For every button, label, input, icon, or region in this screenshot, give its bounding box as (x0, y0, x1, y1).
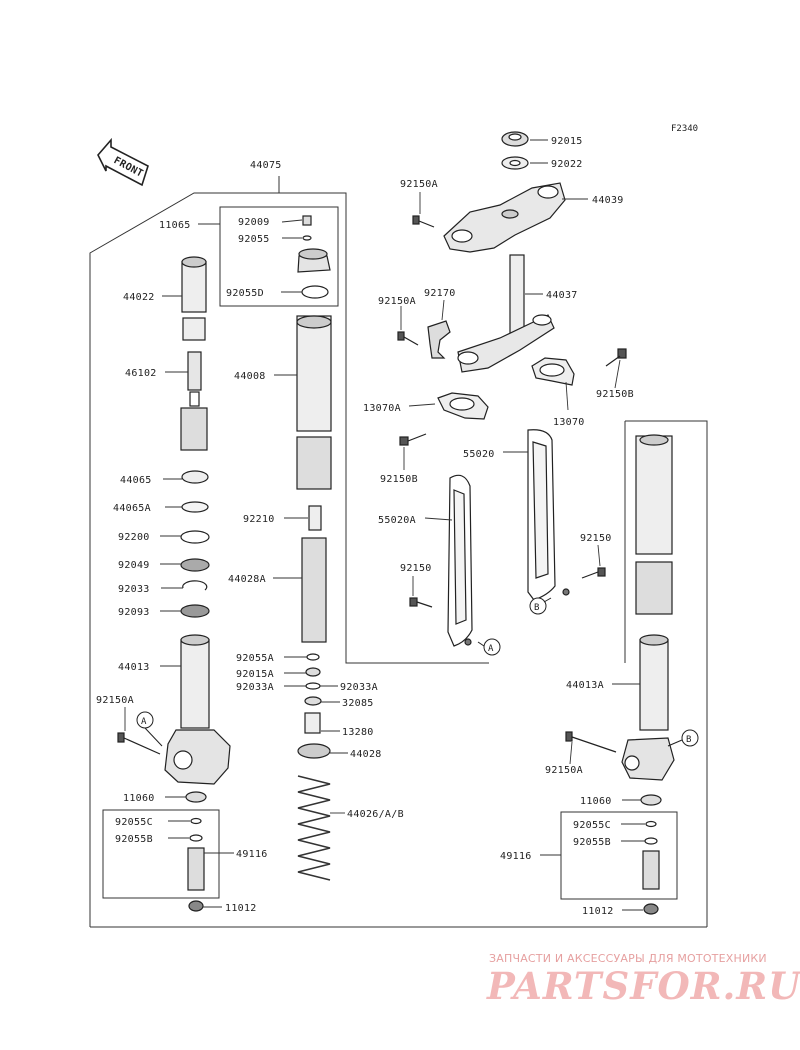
part-label: 92055D (226, 288, 264, 299)
part-label: 92015 (551, 136, 583, 147)
part-label: 44022 (123, 292, 155, 303)
part-label: 11060 (123, 793, 155, 804)
watermark-logo: PARTSFOR.RU (487, 964, 800, 1008)
cartridge-icon (187, 351, 202, 391)
part-label: 44065 (120, 475, 152, 486)
part-label: 32085 (342, 698, 374, 709)
part-label: 44037 (546, 290, 578, 301)
spring-icon (297, 775, 331, 881)
part-label: 92210 (243, 514, 275, 525)
part-label: 44026/A/B (347, 809, 404, 820)
leader-lines (124, 139, 645, 911)
part-label: 92200 (118, 532, 150, 543)
part-label: 92033A (340, 682, 378, 693)
assembly-frame (89, 176, 708, 928)
part-label: 44013 (118, 662, 150, 673)
callout-b-left (529, 597, 547, 615)
callout-b-label: B (534, 603, 539, 613)
dust-seal-icon (180, 604, 210, 618)
part-label: 55020A (378, 515, 416, 526)
part-label: 44013A (566, 680, 604, 691)
damper-rod-icon (181, 261, 207, 313)
part-label: 55020 (463, 449, 495, 460)
part-label: 44039 (592, 195, 624, 206)
part-label: 44028A (228, 574, 266, 585)
washer-icon (180, 530, 210, 544)
part-label: 92055B (573, 837, 611, 848)
part-label: 92150 (400, 563, 432, 574)
callout-markers (136, 597, 699, 747)
part-label: 92150A (96, 695, 134, 706)
bushing-icon (181, 501, 209, 513)
part-label: 92009 (238, 217, 270, 228)
inner-tube-right-icon (635, 435, 673, 555)
fork-guards (409, 429, 606, 647)
part-label: 46102 (125, 368, 157, 379)
callout-b-right (681, 729, 699, 747)
part-label: 13070 (553, 417, 585, 428)
bushing-icon (181, 470, 209, 484)
part-label: 13280 (342, 727, 374, 738)
part-label: 44028 (350, 749, 382, 760)
part-label: 92033 (118, 584, 150, 595)
callout-a-label: A (488, 644, 494, 654)
base-valve-icon (187, 847, 205, 891)
front-arrow-icon: FRONT (97, 137, 149, 187)
watermark-tagline: ЗАПЧАСТИ И АКСЕССУАРЫ ДЛЯ МОТОТЕХНИКИ (489, 952, 767, 965)
cap-subassembly-box (219, 206, 339, 307)
part-label: 92055C (573, 820, 611, 831)
assembly-number: 44075 (250, 160, 282, 171)
valve-box-left (102, 809, 220, 899)
part-label: 44008 (234, 371, 266, 382)
outer-tube-right-icon (639, 639, 669, 731)
o-ring-icon (302, 235, 312, 241)
part-label: 92055A (236, 653, 274, 664)
part-label: 92093 (118, 607, 150, 618)
axle-bracket-icon (164, 729, 231, 785)
part-label: 92150 (580, 533, 612, 544)
diagram-code: F2340 (671, 124, 698, 134)
callout-b-label: B (686, 735, 691, 745)
part-label: 92055 (238, 234, 270, 245)
callout-a-label: A (141, 717, 147, 727)
part-label: 92055C (115, 817, 153, 828)
part-label: 92150B (380, 474, 418, 485)
outer-tube-left-icon (180, 639, 210, 729)
valve-box-right (560, 811, 678, 900)
spacer-icon (301, 537, 327, 643)
top-clamp-parts (397, 131, 627, 446)
circlip-icon (182, 580, 208, 591)
part-labels: 44075 92015 92022 44039 92150A 44037 921… (96, 136, 634, 917)
spring-seat-icon (297, 743, 331, 759)
part-label: 11060 (580, 796, 612, 807)
cable-guide-icon (427, 320, 451, 359)
bolt-icon (302, 215, 312, 226)
part-label: 11065 (159, 220, 191, 231)
part-label: 44065A (113, 503, 151, 514)
part-label: 11012 (582, 906, 614, 917)
part-label: 92015A (236, 669, 274, 680)
o-ring-icon (301, 285, 329, 299)
part-label: 49116 (500, 851, 532, 862)
part-label: 92022 (551, 159, 583, 170)
part-label: 92150B (596, 389, 634, 400)
part-label: 92150A (545, 765, 583, 776)
part-label: 92055B (115, 834, 153, 845)
right-fork-parts (565, 434, 675, 915)
part-label: 49116 (236, 849, 268, 860)
part-label: 92150A (400, 179, 438, 190)
oil-seal-icon (180, 558, 210, 572)
callout-a-right (483, 638, 501, 656)
left-fork-parts (117, 215, 332, 912)
inner-tube-icon (296, 315, 332, 432)
part-label: 92033A (236, 682, 274, 693)
part-label: 13070A (363, 403, 401, 414)
part-label: 92150A (378, 296, 416, 307)
part-label: 92170 (424, 288, 456, 299)
part-label: 11012 (225, 903, 257, 914)
part-label: 92049 (118, 560, 150, 571)
